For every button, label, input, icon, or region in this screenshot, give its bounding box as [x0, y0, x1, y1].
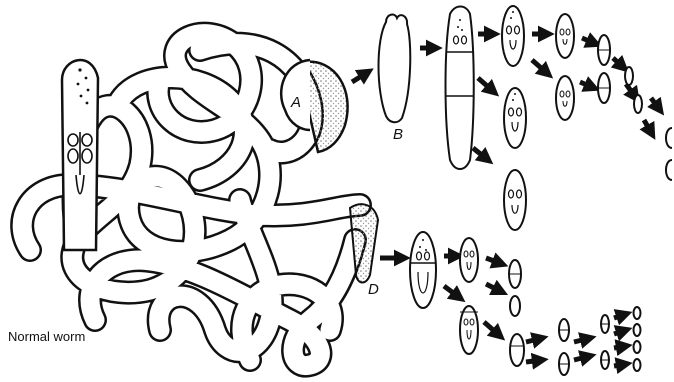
regenerant-d8	[601, 315, 609, 333]
regenerant-d9	[601, 351, 609, 369]
label-a: A	[290, 94, 301, 111]
regenerant-d4	[510, 296, 520, 316]
regenerant-10	[666, 128, 672, 148]
regenerant-d1	[460, 238, 478, 282]
regenerant-2	[504, 88, 526, 148]
regenerant-8	[625, 67, 633, 85]
regenerant-d2	[460, 306, 478, 354]
regenerant-9	[634, 95, 642, 113]
regenerant-d12	[634, 341, 641, 353]
regenerant-7	[598, 73, 610, 103]
regenerant-11	[666, 160, 672, 180]
fragment-series-upper	[379, 6, 673, 230]
regenerant-d6	[559, 319, 569, 341]
regenerant-d7	[559, 353, 569, 375]
regenerant-d5	[510, 334, 524, 366]
caption-normal-worm: Normal worm	[8, 329, 85, 344]
fragment-b	[379, 15, 411, 123]
regenerant-d3	[509, 260, 521, 288]
fragment-series-lower	[410, 232, 641, 375]
regenerant-d13	[634, 359, 641, 371]
normal-worm	[22, 34, 378, 366]
regenerant-3	[504, 170, 526, 230]
label-b: B	[393, 126, 403, 143]
regenerant-d10	[634, 307, 641, 319]
fragment-c	[446, 7, 475, 170]
label-d: D	[368, 281, 379, 298]
regenerant-1	[502, 6, 524, 66]
regenerant-d11	[634, 324, 641, 336]
regenerant-6	[598, 35, 610, 65]
regenerant-5	[556, 76, 574, 120]
regenerant-4	[556, 14, 574, 58]
fragment-d	[410, 232, 436, 308]
